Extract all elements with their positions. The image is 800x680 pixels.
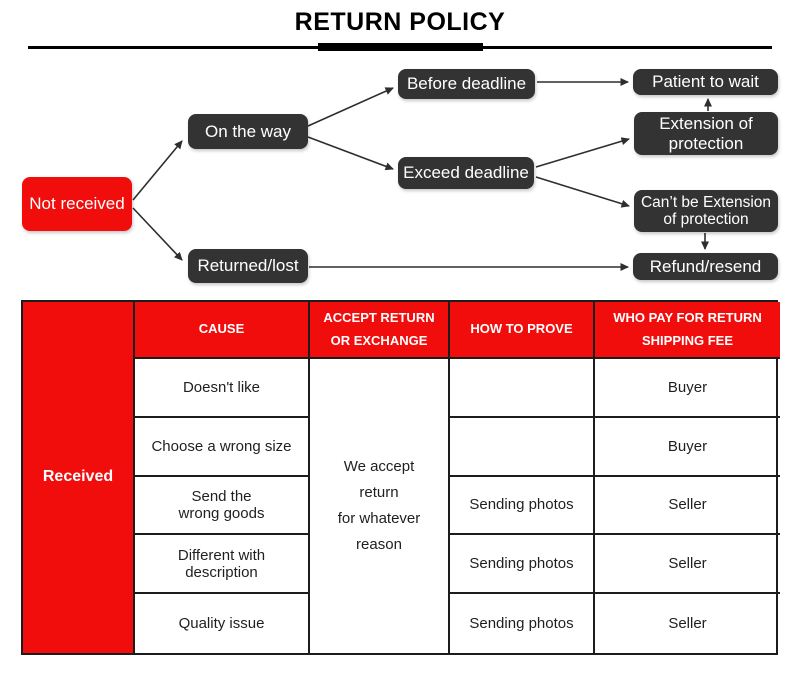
table-cell-cause: Doesn't like xyxy=(135,359,310,418)
table-cell-cause: Quality issue xyxy=(135,594,310,653)
table-cell-prove: Sending photos xyxy=(450,476,595,536)
table-cell-cause: Send the wrong goods xyxy=(135,476,310,536)
return-policy-table: Received CAUSE ACCEPT RETURN OR EXCHANGE… xyxy=(21,300,780,655)
flow-node-cant-be-extension: Can’t be Extension of protection xyxy=(634,190,778,232)
arrow-exceed-deadline-to-extension xyxy=(535,137,630,168)
table-cell-payer: Seller xyxy=(668,615,707,633)
table-cell-prove xyxy=(450,417,595,477)
table-cell-payer: Seller xyxy=(595,535,780,595)
table-row-header-received: Received xyxy=(23,302,135,653)
flow-node-on-the-way: On the way xyxy=(188,114,308,149)
flow-node-before-deadline: Before deadline xyxy=(398,69,535,99)
flow-node-extension-of-protection: Extension of protection xyxy=(634,112,778,155)
column-header-accept-return: ACCEPT RETURN OR EXCHANGE xyxy=(310,302,450,359)
page-title: RETURN POLICY xyxy=(294,8,506,36)
column-header-how-to-prove: HOW TO PROVE xyxy=(450,302,595,359)
flow-node-not-received: Not received xyxy=(22,177,132,231)
flow-node-exceed-deadline: Exceed deadline xyxy=(398,157,534,189)
arrow-on-the-way-to-before-deadline xyxy=(307,87,394,127)
flow-node-returned-lost: Returned/lost xyxy=(188,249,308,283)
flow-node-patient-to-wait: Patient to wait xyxy=(633,69,778,95)
title-underline-thick xyxy=(318,43,483,51)
table-cell-prove: Sending photos xyxy=(450,594,595,653)
arrow-exceed-deadline-to-cant-extension xyxy=(535,176,630,208)
flow-node-refund-resend: Refund/resend xyxy=(633,253,778,280)
arrow-not-received-to-on-the-way xyxy=(132,140,183,201)
arrow-not-received-to-returned-lost xyxy=(132,207,183,261)
table-cell-payer: Seller xyxy=(595,477,780,536)
column-header-cause: CAUSE xyxy=(135,302,310,359)
table-cell-prove xyxy=(450,359,595,418)
table-cell-payer: Buyer xyxy=(595,418,780,477)
table-cell-accept-reason: We accept return for whatever reason xyxy=(310,359,450,653)
table-cell-cause: Choose a wrong size xyxy=(135,417,310,477)
column-header-who-pays: WHO PAY FOR RETURN SHIPPING FEE xyxy=(595,302,780,359)
arrow-on-the-way-to-exceed-deadline xyxy=(307,136,394,171)
table-cell-payer: Buyer xyxy=(595,359,780,418)
table-cell-cause: Different with description xyxy=(135,535,310,595)
table-cell-prove: Sending photos xyxy=(450,535,595,595)
